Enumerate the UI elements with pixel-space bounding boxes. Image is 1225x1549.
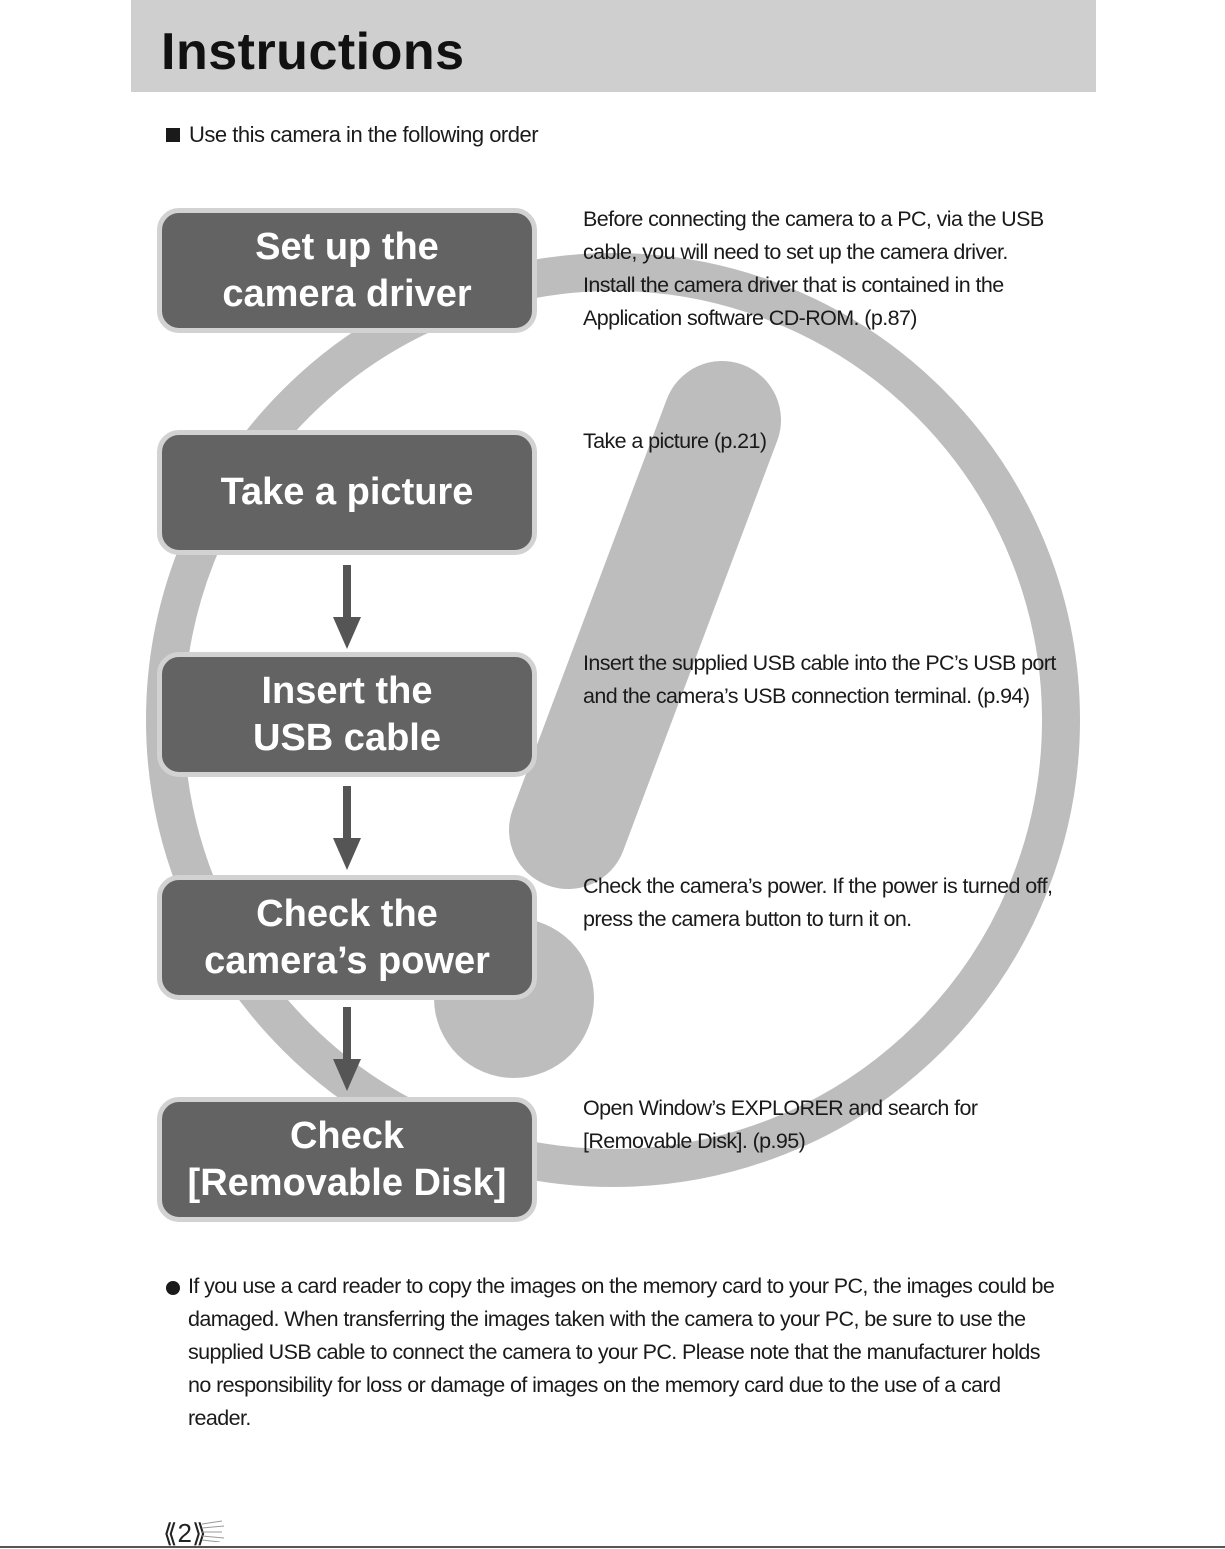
step-label: Insert the USB cable — [253, 670, 441, 759]
step-box-check-removable-disk: Check [Removable Disk] — [157, 1097, 537, 1222]
step-description-setup-driver: Before connecting the camera to a PC, vi… — [583, 207, 1044, 330]
step-description-insert-usb: Insert the supplied USB cable into the P… — [583, 651, 1056, 708]
intro-text: Use this camera in the following order — [189, 122, 539, 147]
step-label: Set up the camera driver — [222, 226, 472, 315]
step-description-check-power: Check the camera’s power. If the power i… — [583, 874, 1053, 931]
intro-line: Use this camera in the following order — [166, 122, 539, 148]
step-box-take-picture: Take a picture — [157, 430, 537, 555]
page-title: Instructions — [161, 23, 465, 81]
page-number-decoration-icon — [201, 1520, 225, 1542]
decorative-slash — [509, 361, 781, 889]
square-bullet-icon — [166, 128, 180, 142]
step-label: Check the camera’s power — [204, 893, 490, 982]
round-bullet-icon — [166, 1281, 180, 1295]
step-description-take-picture: Take a picture (p.21) — [583, 429, 767, 453]
step-box-check-power: Check the camera’s power — [157, 875, 537, 1000]
arrow-down-icon — [333, 1007, 361, 1091]
bottom-rule — [0, 1546, 1225, 1548]
note-text: If you use a card reader to copy the ima… — [188, 1274, 1055, 1430]
step-label: Check [Removable Disk] — [187, 1115, 507, 1204]
step-description-check-removable-disk: Open Window’s EXPLORER and search for [R… — [583, 1096, 978, 1153]
note-block: If you use a card reader to copy the ima… — [166, 1270, 1066, 1435]
arrow-down-icon — [333, 565, 361, 649]
header-bar: Instructions — [131, 0, 1096, 92]
page-number-value: 2 — [177, 1518, 192, 1548]
step-label: Take a picture — [220, 471, 474, 514]
step-box-insert-usb: Insert the USB cable — [157, 652, 537, 777]
step-box-setup-driver: Set up the camera driver — [157, 208, 537, 333]
arrow-down-icon — [333, 786, 361, 870]
